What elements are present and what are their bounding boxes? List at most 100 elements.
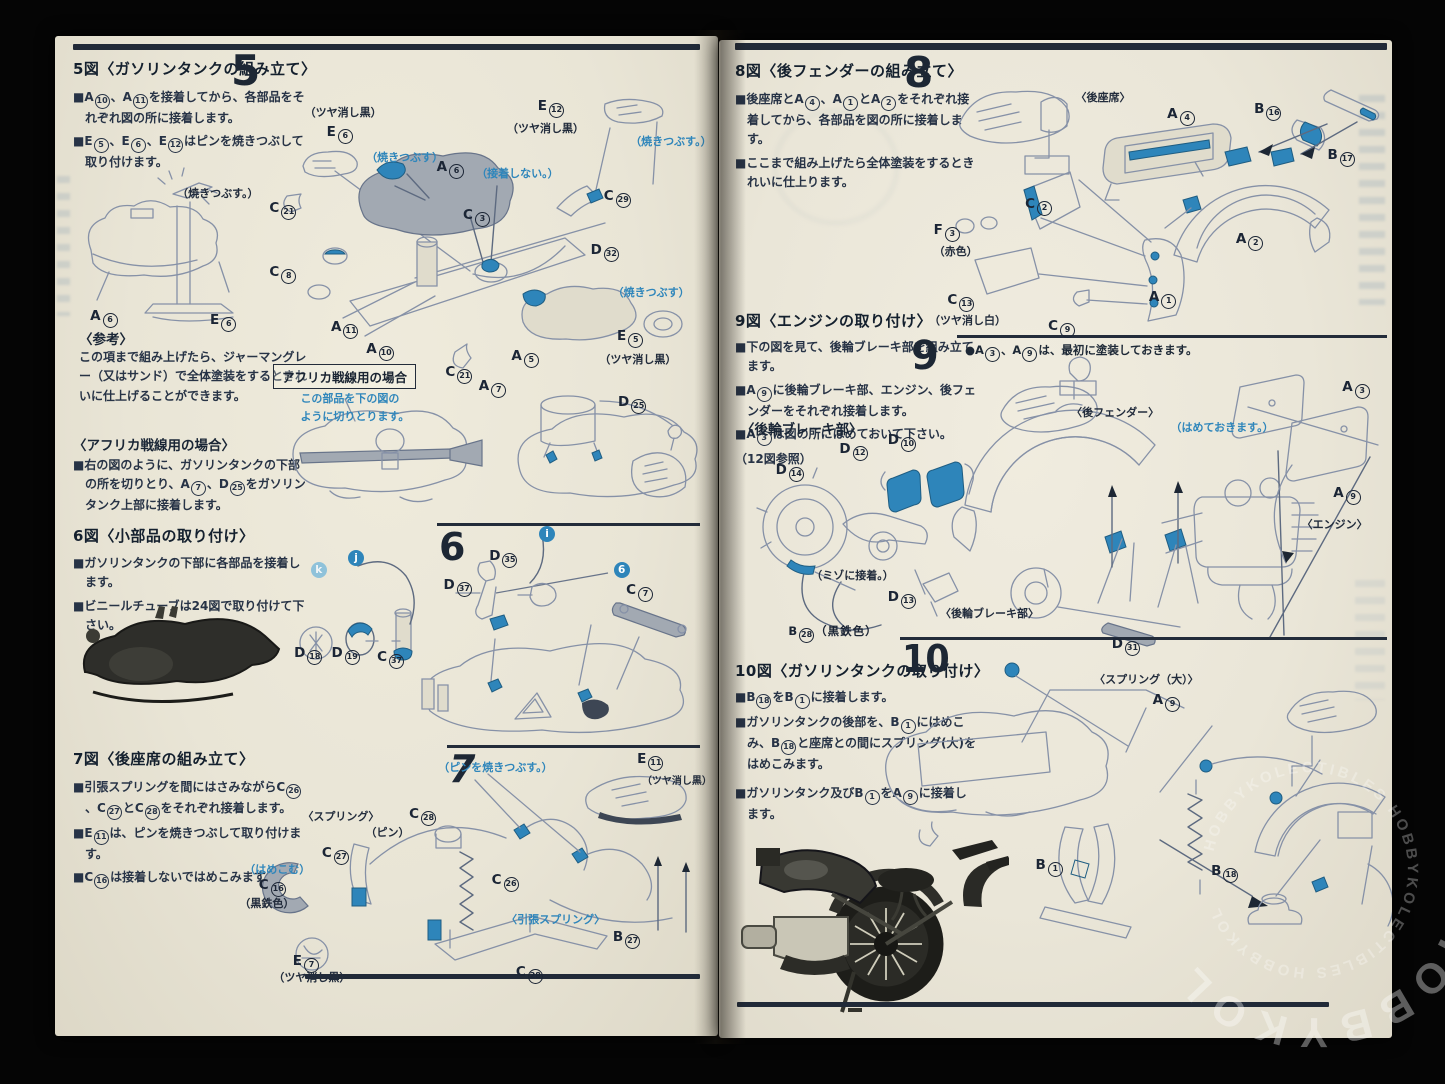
tube-badge: j [348,550,365,567]
section8-number: 8 [904,48,933,97]
part-label: （ツヤ消し黒） [641,775,712,787]
section7-title: 7図〈後座席の組み立て〉 [73,750,255,768]
bottom-rule-left [305,974,700,979]
section8-title: 8図〈後フェンダーの組み立て〉 [735,62,963,80]
painted-tank-photo [63,592,291,734]
section5-title: 5図〈ガソリンタンクの組み立て〉 [73,60,317,78]
section5-number: 5 [231,46,260,95]
instruction-line: ■下の図を見て、後輪ブレーキ部を組み立てます。 [735,340,974,374]
instruction-line: ■ビニールチューブは24図で取り付けて下さい。 [73,598,305,633]
bottom-rule-right [737,1002,1329,1007]
part-label: （ツヤ消し黒） [304,106,382,120]
part-label: 〈引張スプリング〉 [506,913,606,927]
top-rule [735,43,1387,50]
tube-badge: k [310,561,327,578]
part-label: 〈後輪ブレーキ部〉 [940,607,1039,621]
section9-number: 9 [911,333,939,379]
instruction-line: （12図参照） [735,452,812,467]
assembled-model-photo [734,822,1012,1018]
instruction-line: ■ガソリンタンクの下部に各部品を接着します。 [73,556,301,590]
engine-install-drawing [951,356,1379,647]
section6-title: 6図〈小部品の取り付け〉 [73,527,255,545]
instruction-line: ■ここまで組み上げたら全体塗装をするときれいに仕上ります。 [735,155,975,190]
section10-rule [900,637,1387,640]
africa-box-label: アフリカ戦線用の場合 [273,364,417,389]
part-label: （ツヤ消し黒） [599,352,677,366]
reference-text: この項まで組み上げたら、ジャーマングレー（又はサンド）で全体塗装をするときれいに… [79,350,308,403]
part-label: （焼きつぶす） [366,151,444,165]
section7-number: 7 [449,747,475,791]
part-label: （ツヤ消し黒） [507,122,584,136]
part-label: 〈エンジン〉 [1301,517,1368,531]
tank-install-drawing [885,662,1392,939]
section10-title: 10図〈ガソリンタンクの取り付け〉 [735,662,990,680]
top-rule [73,44,700,50]
section6-rule [437,523,700,526]
section9-rule [957,335,1387,338]
part-label: （焼きつぶす） [612,285,690,299]
part-label: （はめこむ） [244,863,311,877]
part-label: 〈後座席〉 [1075,91,1131,104]
part-label: （接着しない。） [476,167,559,181]
part-label: この部品を下の図の [300,392,400,406]
part-label: 〈後フェンダー〉 [1071,405,1160,419]
tube-badge: 6 [613,561,630,578]
section6-number: 6 [439,525,465,569]
part-label: （はめておきます。） [1170,421,1274,435]
part-label: （ピンを焼きつぶす。） [438,760,553,774]
brake-subtitle: 〈後輪ブレーキ部〉 [741,422,863,438]
